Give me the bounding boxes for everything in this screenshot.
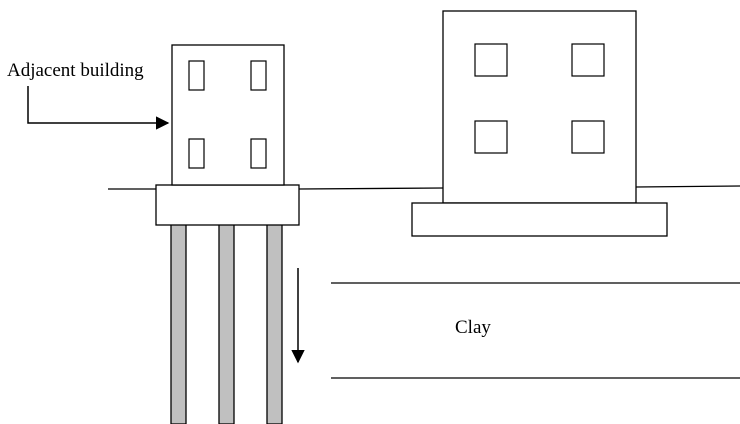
- adjacent-building-window: [188, 138, 205, 169]
- raft-foundation: [411, 202, 668, 237]
- ground-line-middle: [298, 187, 444, 190]
- new-building-window: [571, 43, 605, 77]
- pile-3: [266, 217, 283, 424]
- adjacent-building-window: [188, 60, 205, 91]
- clay-label: Clay: [455, 317, 491, 338]
- new-building: [442, 10, 637, 204]
- new-building-window: [474, 120, 508, 154]
- adjacent-building-window: [250, 138, 267, 169]
- ground-line-right: [635, 185, 740, 188]
- adjacent-building-window: [250, 60, 267, 91]
- pile-cap: [155, 184, 300, 226]
- adjacent-building-label: Adjacent building: [7, 60, 144, 81]
- pile-2: [218, 217, 235, 424]
- pile-1: [170, 217, 187, 424]
- new-building-window: [474, 43, 508, 77]
- new-building-window: [571, 120, 605, 154]
- adjacent-building-pointer-arrow: [27, 86, 170, 130]
